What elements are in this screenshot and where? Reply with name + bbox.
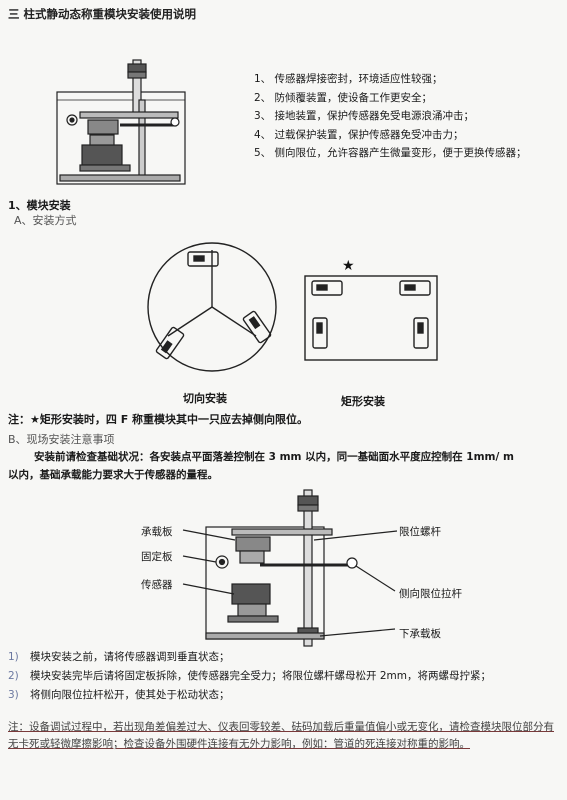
caption-rect-install: 矩形安装 — [341, 395, 385, 408]
step-item: 3)将侧向限位拉杆松开，使其处于松动状态； — [8, 689, 230, 701]
foundation-paragraph-line1: 安装前请检查基础状况：各安装点平面落差控制在 3 mm 以内，同一基础面水平度应… — [34, 451, 514, 463]
star-icon: ★ — [342, 258, 355, 274]
install-steps: 1)模块安装之前，请将传感器调到垂直状态； 2)模块安装完毕后请将固定板拆除，使… — [8, 648, 491, 705]
label-fix-plate: 固定板 — [141, 551, 173, 563]
section-heading-module-install: 1、模块安装 — [8, 199, 71, 212]
feature-item: 5、 侧向限位，允许容器产生微量变形，便于更换传感器； — [254, 147, 527, 160]
step-item: 2)模块安装完毕后请将固定板拆除，使传感器完全受力；将限位螺杆螺母松开 2mm，… — [8, 670, 491, 682]
feature-item: 2、 防倾覆装置，使设备工作更安全； — [254, 91, 433, 104]
debug-note: 注：设备调试过程中，若出现角差偏差过大、仪表回零较差、砝码加载后重量值偏小或无变… — [8, 721, 554, 750]
label-lower-plate: 下承载板 — [399, 628, 441, 640]
label-upper-plate: 承载板 — [141, 526, 173, 538]
section-heading-site-notes: B、现场安装注意事项 — [8, 433, 115, 446]
rect-install-note: 注：★矩形安装时，四 F 称重模块其中一只应去掉侧向限位。 — [8, 413, 309, 426]
step-item: 1)模块安装之前，请将传感器调到垂直状态； — [8, 651, 230, 663]
page-title: 三 柱式静动态称重模块安装使用说明 — [8, 7, 197, 21]
label-sensor: 传感器 — [141, 579, 173, 591]
feature-list: 1、 传感器焊接密封，环境适应性较强； 2、 防倾覆装置，使设备工作更安全； 3… — [254, 70, 527, 163]
label-limit-bolt: 限位螺杆 — [399, 526, 441, 538]
feature-item: 3、 接地装置，保护传感器免受电源浪涌冲击； — [254, 110, 475, 123]
caption-tangent-install: 切向安装 — [183, 392, 227, 405]
label-side-limit-rod: 侧向限位拉杆 — [399, 588, 462, 600]
section-heading-install-method: A、安装方式 — [14, 214, 77, 227]
feature-item: 1、 传感器焊接密封，环境适应性较强； — [254, 73, 443, 85]
feature-item: 4、 过载保护装置，保护传感器免受冲击力； — [254, 128, 464, 141]
foundation-paragraph-line2: 以内，基础承载能力要求大于传感器的量程。 — [8, 469, 218, 481]
